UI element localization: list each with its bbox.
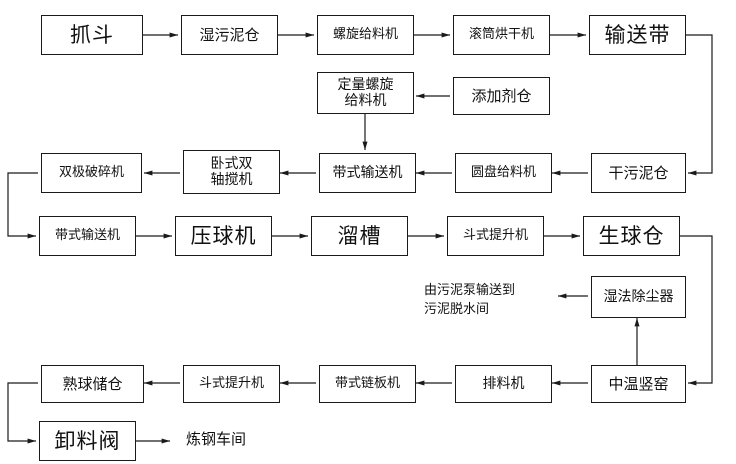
node-disc-feeder: 圆盘给料机: [455, 153, 552, 193]
node-chain-conveyor: 带式链板机: [319, 365, 416, 403]
node-conveyor-belt: 输送带: [589, 15, 686, 55]
node-quant-screw-feeder: 定量螺旋 给料机: [317, 72, 414, 114]
node-bucket-elevator-bot: 斗式提升机: [183, 365, 280, 403]
note-steel-workshop: 炼钢车间: [186, 430, 247, 448]
node-shaft-kiln: 中温竖窑: [591, 365, 686, 403]
node-wet-scrubber: 湿法除尘器: [591, 276, 686, 318]
node-additive-bin: 添加剂仓: [453, 77, 550, 115]
node-double-crusher: 双极破碎机: [41, 153, 142, 193]
note-sludge-pump: 由污泥泵输送到 污泥脱水间: [424, 283, 516, 317]
node-horizontal-mixer: 卧式双 轴搅机: [183, 150, 280, 194]
node-grab-bucket: 抓斗: [41, 15, 143, 55]
node-belt-conveyor-mid: 带式输送机: [39, 216, 136, 256]
node-cooked-ball-bin: 熟球储仓: [41, 365, 144, 403]
node-ball-press: 压球机: [175, 216, 272, 256]
node-drum-dryer: 滚筒烘干机: [453, 15, 550, 55]
node-dry-sludge-bin: 干污泥仓: [591, 153, 686, 193]
arrow-belt-to-dry-bin: [686, 34, 713, 176]
node-unload-valve: 卸料阀: [39, 421, 136, 461]
arrow-green-to-kiln: [680, 235, 713, 386]
node-green-ball-bin: 生球仓: [583, 216, 680, 256]
node-chute: 溜槽: [311, 216, 408, 256]
node-discharger: 排料机: [455, 365, 552, 403]
arrow-cooked-to-valve: [7, 382, 38, 444]
node-bucket-elevator-mid: 斗式提升机: [447, 216, 544, 256]
node-belt-conveyor-top: 带式输送机: [319, 153, 416, 193]
node-screw-feeder: 螺旋给料机: [317, 15, 414, 55]
node-wet-sludge-bin: 湿污泥仓: [181, 15, 278, 55]
arrow-crusher-to-belt: [7, 172, 38, 239]
